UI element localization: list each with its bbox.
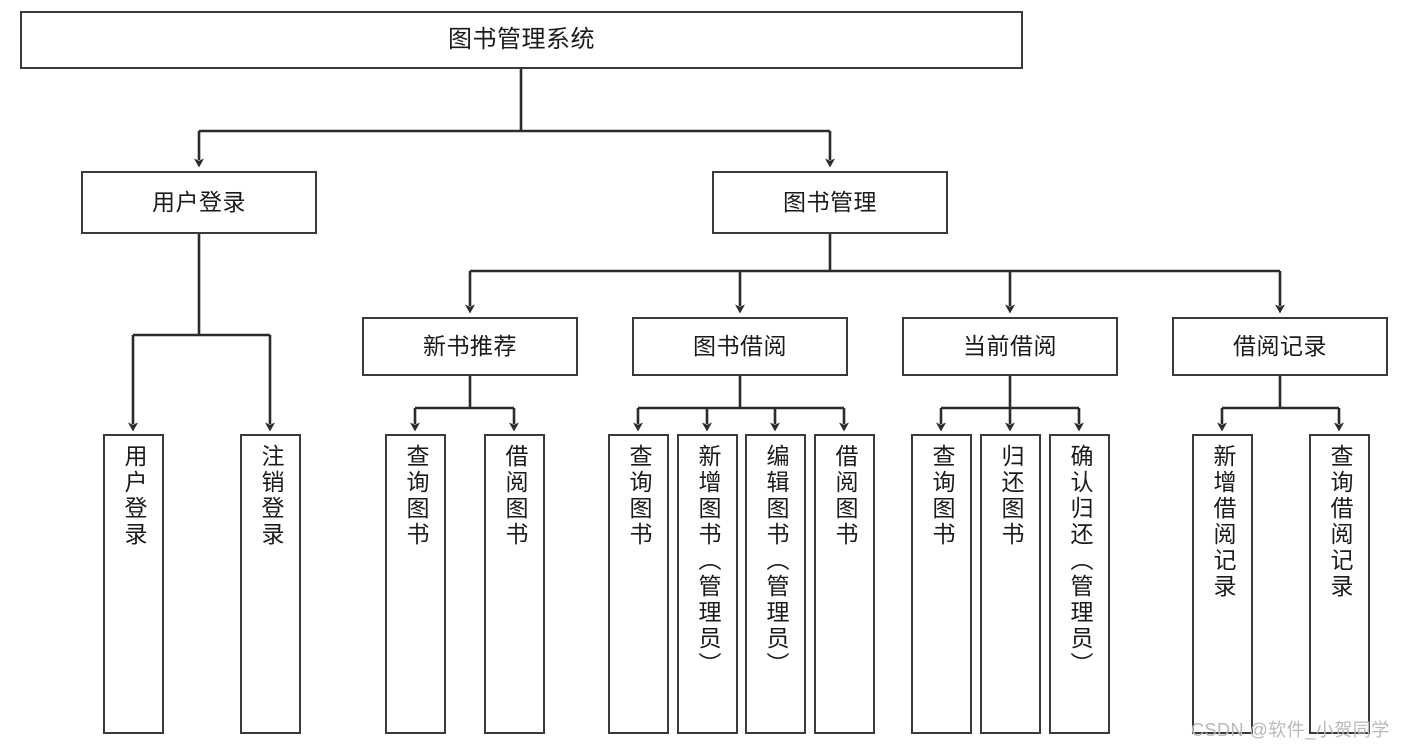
node-label: 查询图书	[929, 444, 955, 548]
leaf-add-book-admin[interactable]: 新增图书（管理员）	[677, 434, 738, 734]
node-user-login[interactable]: 用户登录	[81, 171, 317, 234]
node-label: 用户登录	[152, 188, 246, 215]
node-label: 查询图书	[626, 444, 652, 548]
leaf-add-borrowing-record[interactable]: 新增借阅记录	[1192, 434, 1253, 734]
leaf-borrow-book-recommendation[interactable]: 借阅图书	[484, 434, 545, 734]
leaf-confirm-return-admin[interactable]: 确认归还（管理员）	[1049, 434, 1110, 734]
node-book-borrowing[interactable]: 图书借阅	[632, 317, 848, 376]
leaf-edit-book-admin[interactable]: 编辑图书（管理员）	[745, 434, 806, 734]
leaf-query-borrowing-record[interactable]: 查询借阅记录	[1309, 434, 1370, 734]
node-label: 确认归还（管理员）	[1067, 444, 1093, 678]
node-label: 查询图书	[403, 444, 429, 548]
node-book-management[interactable]: 图书管理	[712, 171, 948, 234]
node-label: 新增借阅记录	[1210, 444, 1236, 600]
node-label: 注销登录	[258, 444, 284, 548]
node-label: 归还图书	[998, 444, 1024, 548]
leaf-query-book-recommendation[interactable]: 查询图书	[385, 434, 446, 734]
node-label: 查询借阅记录	[1327, 444, 1353, 600]
leaf-query-book-borrowing[interactable]: 查询图书	[608, 434, 669, 734]
leaf-user-login[interactable]: 用户登录	[103, 434, 164, 734]
node-label: 新增图书（管理员）	[695, 444, 721, 678]
node-borrowing-records[interactable]: 借阅记录	[1172, 317, 1388, 376]
node-label: 图书管理	[783, 188, 877, 215]
leaf-return-book[interactable]: 归还图书	[980, 434, 1041, 734]
node-root-book-management-system[interactable]: 图书管理系统	[20, 11, 1023, 69]
node-label: 编辑图书（管理员）	[763, 444, 789, 678]
node-label: 用户登录	[121, 444, 147, 548]
csdn-watermark: CSDN @软件_小贺同学	[1191, 720, 1390, 740]
node-label: 图书管理系统	[448, 25, 595, 53]
node-label: 借阅图书	[832, 444, 858, 548]
leaf-logout-login[interactable]: 注销登录	[240, 434, 301, 734]
node-label: 新书推荐	[423, 332, 517, 359]
node-label: 当前借阅	[963, 332, 1057, 359]
node-new-book-recommendation[interactable]: 新书推荐	[362, 317, 578, 376]
node-label: 借阅图书	[502, 444, 528, 548]
leaf-query-book-current[interactable]: 查询图书	[911, 434, 972, 734]
node-label: 借阅记录	[1233, 332, 1327, 359]
node-current-borrowing[interactable]: 当前借阅	[902, 317, 1118, 376]
leaf-borrow-book[interactable]: 借阅图书	[814, 434, 875, 734]
node-label: 图书借阅	[693, 332, 787, 359]
